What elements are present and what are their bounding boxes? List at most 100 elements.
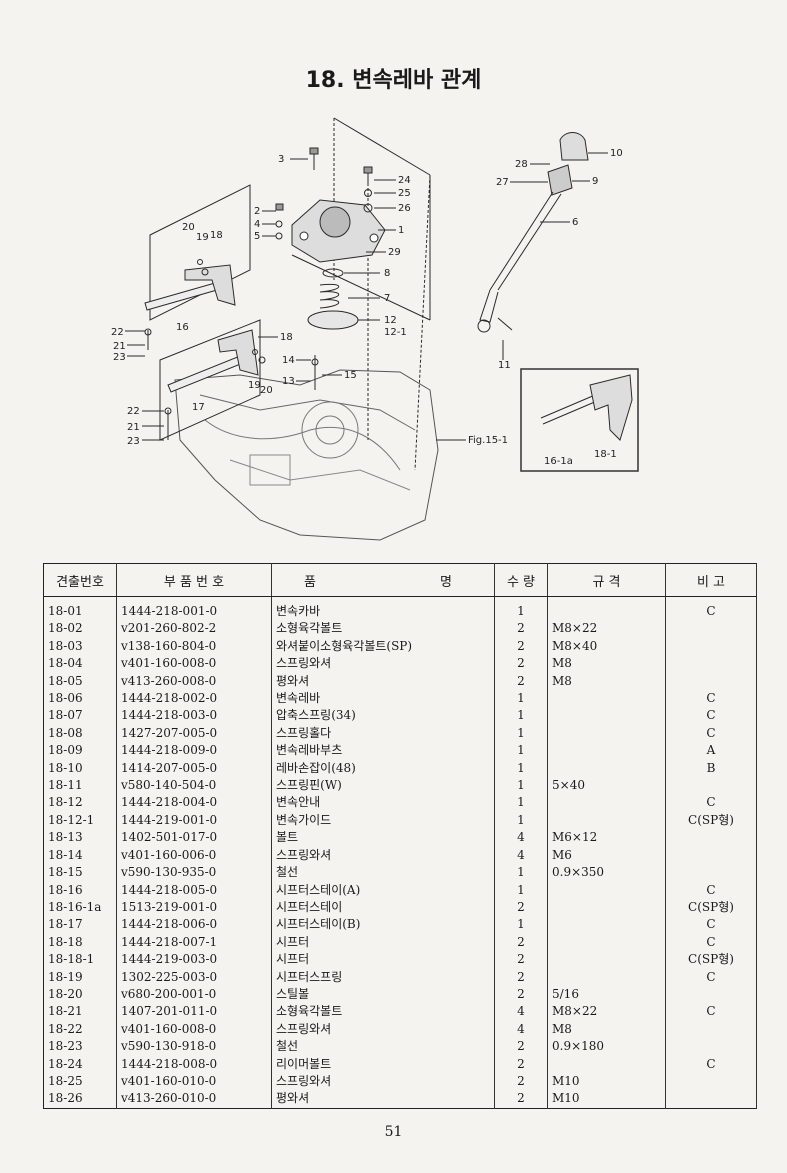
cell-part-name: 스틸볼 xyxy=(271,985,495,1004)
callout-label: 21 xyxy=(127,422,140,433)
cell-index-no: 18-06 xyxy=(43,690,117,708)
cell-part-name: 스프링핀(W) xyxy=(271,777,495,795)
cell-part-no: v401-160-006-0 xyxy=(116,846,272,865)
cell-spec xyxy=(547,881,666,899)
cell-part-no: 1444-218-002-0 xyxy=(116,690,272,708)
callout-label: Fig.15-1 xyxy=(468,435,508,446)
cell-spec xyxy=(547,968,666,986)
cell-index-no: 18-22 xyxy=(43,1020,117,1039)
cell-note xyxy=(665,985,757,1004)
callout-label: 18 xyxy=(280,332,293,343)
cell-qty: 2 xyxy=(494,933,548,952)
cell-index-no: 18-13 xyxy=(43,829,117,847)
callout-label: 21 xyxy=(113,341,126,352)
header-index-no: 견출번호 xyxy=(43,563,117,597)
cell-qty: 1 xyxy=(494,742,548,760)
cell-note xyxy=(665,846,757,865)
callout-label: 18-1 xyxy=(594,449,617,460)
callout-label: 16-1a xyxy=(544,456,573,467)
callout-label: 29 xyxy=(388,247,401,258)
cell-spec xyxy=(547,951,666,969)
cell-spec xyxy=(547,811,666,830)
callout-label: 27 xyxy=(496,177,509,188)
cell-spec xyxy=(547,690,666,708)
callout-label: 12-1 xyxy=(384,327,407,338)
cell-note: C(SP형) xyxy=(665,951,757,969)
cell-part-name: 시프터 xyxy=(271,933,495,952)
cell-index-no: 18-01 xyxy=(43,596,117,621)
cell-part-name: 시프터스테이(B) xyxy=(271,916,495,934)
header-qty: 수 량 xyxy=(494,563,548,597)
callout-label: 19 xyxy=(196,232,209,243)
cell-note xyxy=(665,829,757,847)
cell-part-no: 1444-218-001-0 xyxy=(116,596,272,621)
cell-part-no: v401-160-008-0 xyxy=(116,1020,272,1039)
cell-note: C xyxy=(665,881,757,899)
cell-part-name: 변속레바 xyxy=(271,690,495,708)
cell-part-name: 스프링와셔 xyxy=(271,1020,495,1039)
callout-label: 22 xyxy=(127,406,140,417)
cell-part-no: 1302-225-003-0 xyxy=(116,968,272,986)
cell-part-no: v590-130-935-0 xyxy=(116,864,272,882)
cell-spec: M8 xyxy=(547,1020,666,1039)
callout-label: 24 xyxy=(398,175,411,186)
cell-spec xyxy=(547,1055,666,1073)
callout-label: 18 xyxy=(210,230,223,241)
cell-note: A xyxy=(665,742,757,760)
cell-qty: 1 xyxy=(494,759,548,778)
cell-note xyxy=(665,672,757,691)
table-header-row: 견출번호 부 품 번 호 품 명 수 량 규 격 비 고 xyxy=(43,563,757,597)
cell-qty: 4 xyxy=(494,1003,548,1021)
cell-qty: 2 xyxy=(494,898,548,917)
cell-qty: 2 xyxy=(494,968,548,986)
cell-qty: 4 xyxy=(494,829,548,847)
callout-label: 19 xyxy=(248,380,261,391)
cell-part-name: 소형육각볼트 xyxy=(271,620,495,638)
cell-part-name: 평와셔 xyxy=(271,1090,495,1109)
cell-index-no: 18-16 xyxy=(43,881,117,899)
cell-note xyxy=(665,655,757,673)
cell-index-no: 18-15 xyxy=(43,864,117,882)
cell-index-no: 18-09 xyxy=(43,742,117,760)
cell-part-no: 1427-207-005-0 xyxy=(116,724,272,743)
callout-label: 26 xyxy=(398,203,411,214)
cell-part-name: 시프터 xyxy=(271,951,495,969)
callout-label: 14 xyxy=(282,355,295,366)
cell-qty: 4 xyxy=(494,1020,548,1039)
cell-part-name: 평와셔 xyxy=(271,672,495,691)
cell-note: C xyxy=(665,724,757,743)
cell-note: C(SP형) xyxy=(665,811,757,830)
cell-part-no: 1444-218-006-0 xyxy=(116,916,272,934)
cell-index-no: 18-07 xyxy=(43,707,117,725)
cell-qty: 2 xyxy=(494,951,548,969)
cell-part-name: 변속카바 xyxy=(271,596,495,621)
cell-part-no: v401-160-010-0 xyxy=(116,1072,272,1091)
callout-label: 20 xyxy=(260,385,273,396)
cell-part-no: 1444-218-007-1 xyxy=(116,933,272,952)
cell-qty: 4 xyxy=(494,846,548,865)
cell-index-no: 18-08 xyxy=(43,724,117,743)
header-part-name-right: 명 xyxy=(440,574,452,590)
cell-note xyxy=(665,777,757,795)
cell-part-name: 스프링홀다 xyxy=(271,724,495,743)
cell-part-no: v138-160-804-0 xyxy=(116,637,272,656)
cell-index-no: 18-10 xyxy=(43,759,117,778)
cell-spec xyxy=(547,794,666,812)
cell-qty: 2 xyxy=(494,1072,548,1091)
cell-part-no: v590-130-918-0 xyxy=(116,1038,272,1056)
callout-label: 6 xyxy=(572,217,578,228)
callout-label: 23 xyxy=(127,436,140,447)
